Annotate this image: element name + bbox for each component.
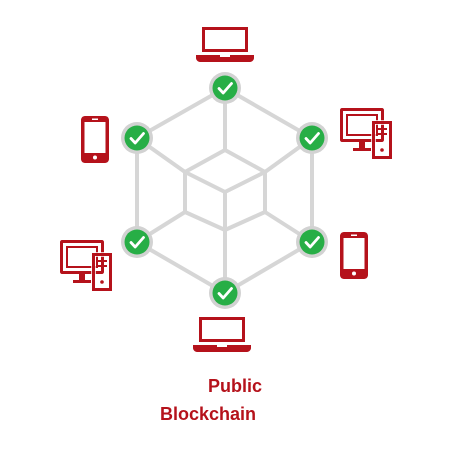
- caption-public: Public: [208, 376, 263, 396]
- check-node-lower-right: [294, 224, 330, 260]
- check-node-upper-left: [119, 120, 155, 156]
- device-icons: [60, 27, 393, 352]
- desktop-computer-icon: [340, 108, 393, 160]
- check-node-lower-left: [119, 224, 155, 260]
- check-node-upper-right: [294, 120, 330, 156]
- check-node-bottom: [207, 275, 243, 311]
- laptop-icon: [196, 27, 254, 62]
- laptop-icon: [193, 317, 251, 352]
- network-edges: [135, 86, 314, 295]
- cube-edge-left: [183, 170, 227, 194]
- smartphone-icon: [340, 232, 368, 279]
- smartphone-icon: [81, 116, 109, 163]
- cube-edge-right: [223, 170, 267, 194]
- desktop-computer-icon: [60, 240, 113, 292]
- caption-blockchain: Blockchain: [160, 404, 257, 424]
- check-node-top: [207, 70, 243, 106]
